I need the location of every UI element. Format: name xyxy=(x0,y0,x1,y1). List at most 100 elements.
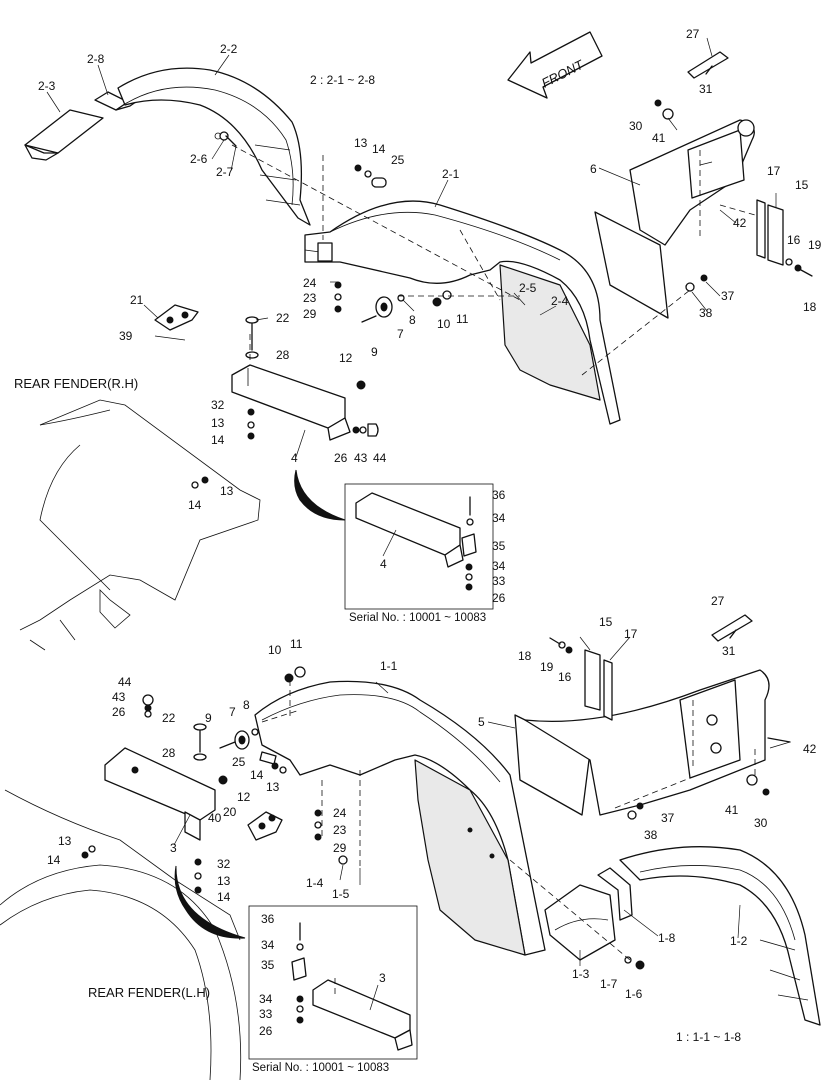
callout-17: 17 xyxy=(767,164,781,178)
front-arrow: FRONT xyxy=(507,31,603,99)
callout-27: 27 xyxy=(686,27,700,41)
bolt-22-lh xyxy=(193,723,207,761)
inset-bottom-26: 26 xyxy=(259,1024,273,1038)
callout-41: 41 xyxy=(652,131,666,145)
callout-b-17: 17 xyxy=(624,627,638,641)
callout-b-1-1: 1-1 xyxy=(380,659,398,673)
callout-b-3: 3 xyxy=(170,841,177,855)
callout-38: 38 xyxy=(699,306,713,320)
callout-32: 32 xyxy=(211,398,225,412)
callout-b-1-5: 1-5 xyxy=(332,887,350,901)
callout-14: 14 xyxy=(372,142,386,156)
group-labels: REAR FENDER(R.H) REAR FENDER(L.H) 2 : 2-… xyxy=(14,73,741,1074)
callout-2-7: 2-7 xyxy=(216,165,234,179)
part-1-1-main-fender xyxy=(254,680,546,956)
lh-range: 1 : 1-1 ~ 1-8 xyxy=(676,1030,741,1044)
bolt-2-6 xyxy=(219,131,237,147)
callout-2-3: 2-3 xyxy=(38,79,56,93)
callout-4: 4 xyxy=(291,451,298,465)
callout-b-1-7: 1-7 xyxy=(600,977,618,991)
part-15-17-clamp xyxy=(756,199,813,277)
inset-bottom xyxy=(248,905,418,1060)
callout-2-4: 2-4 xyxy=(551,294,569,308)
lh-inset-swoosh xyxy=(174,865,246,939)
callout-10: 10 xyxy=(437,317,451,331)
callout-b-12: 12 xyxy=(237,790,251,804)
callout-b-23: 23 xyxy=(333,823,347,837)
callout-2-1: 2-1 xyxy=(442,167,460,181)
rh-fender-assembly xyxy=(19,51,813,651)
rh-inset-swoosh xyxy=(294,469,346,521)
callout-b-20: 20 xyxy=(223,805,237,819)
callout-b-1-6: 1-6 xyxy=(625,987,643,1001)
callout-b-31: 31 xyxy=(722,644,736,658)
callout-b-7: 7 xyxy=(229,705,236,719)
callout-b-43: 43 xyxy=(112,690,126,704)
callout-b-5: 5 xyxy=(478,715,485,729)
rh-dashed-assembly-lines xyxy=(231,144,756,376)
inset-bottom-33: 33 xyxy=(259,1007,273,1021)
callout-37: 37 xyxy=(721,289,735,303)
inset-bottom-3: 3 xyxy=(379,971,386,985)
callout-2-2: 2-2 xyxy=(220,42,238,56)
inset-bottom-labels: 36 34 35 3 34 33 26 xyxy=(259,912,386,1038)
callout-30: 30 xyxy=(629,119,643,133)
callout-13: 13 xyxy=(354,136,368,150)
callout-18: 18 xyxy=(803,300,817,314)
callout-b-11: 11 xyxy=(290,637,303,651)
callout-44: 44 xyxy=(373,451,387,465)
callout-2-5: 2-5 xyxy=(519,281,537,295)
rh-range: 2 : 2-1 ~ 2-8 xyxy=(310,73,375,87)
inset-top-33: 33 xyxy=(492,574,506,588)
callout-labels-bottom: 27 31 15 17 18 19 16 10 11 1-1 44 43 26 … xyxy=(47,594,817,1001)
callout-b-30: 30 xyxy=(754,816,768,830)
callout-24: 24 xyxy=(303,276,317,290)
callout-b-8: 8 xyxy=(243,698,250,712)
callout-b-22: 22 xyxy=(162,711,176,725)
callout-b-14c: 14 xyxy=(217,890,231,904)
callout-2-8: 2-8 xyxy=(87,52,105,66)
part-2-3-cover xyxy=(24,109,104,161)
callout-31: 31 xyxy=(699,82,713,96)
bolt-22 xyxy=(245,316,259,359)
part-15-17-clamp-lh xyxy=(549,637,613,721)
callout-b-26: 26 xyxy=(112,705,126,719)
callout-b-15: 15 xyxy=(599,615,613,629)
part-6-bracket xyxy=(594,119,755,319)
inset-top-36: 36 xyxy=(492,488,506,502)
callout-b-41: 41 xyxy=(725,803,739,817)
callout-8: 8 xyxy=(409,313,416,327)
callout-b-13b: 13 xyxy=(58,834,72,848)
callout-22: 22 xyxy=(276,311,290,325)
callout-25: 25 xyxy=(391,153,405,167)
serial-note-bottom: Serial No. : 10001 ~ 10083 xyxy=(252,1062,389,1074)
callout-29: 29 xyxy=(303,307,317,321)
bracket-21 xyxy=(154,304,199,331)
rh-title: REAR FENDER(R.H) xyxy=(14,376,138,391)
bolts-lh-30-41-42 xyxy=(627,737,791,820)
inset-top-26: 26 xyxy=(492,591,506,605)
callout-13b: 13 xyxy=(211,416,225,430)
callout-b-18: 18 xyxy=(518,649,532,663)
callout-13c: 13 xyxy=(220,484,234,498)
callout-21: 21 xyxy=(130,293,144,307)
lh-title: REAR FENDER(L.H) xyxy=(88,985,210,1000)
roller-7 xyxy=(361,296,393,323)
callout-15: 15 xyxy=(795,178,809,192)
callout-b-37: 37 xyxy=(661,811,675,825)
serial-note-top: Serial No. : 10001 ~ 10083 xyxy=(349,612,486,624)
rh-fender-ghost xyxy=(19,399,261,651)
callout-6: 6 xyxy=(590,162,597,176)
callout-26: 26 xyxy=(334,451,348,465)
lh-fender-ghost xyxy=(0,789,242,1080)
callout-b-1-2: 1-2 xyxy=(730,934,748,948)
inset-top-35: 35 xyxy=(492,539,506,553)
leader-lines xyxy=(46,37,791,1011)
inset-bottom-35: 35 xyxy=(261,958,275,972)
part-4-bracket xyxy=(231,364,351,441)
callout-labels-top: 2-2 2-8 2-3 2-6 2-7 13 14 25 2-1 24 23 2… xyxy=(38,27,822,512)
callout-b-1-3: 1-3 xyxy=(572,967,590,981)
callout-b-28: 28 xyxy=(162,746,176,760)
callout-b-27: 27 xyxy=(711,594,725,608)
